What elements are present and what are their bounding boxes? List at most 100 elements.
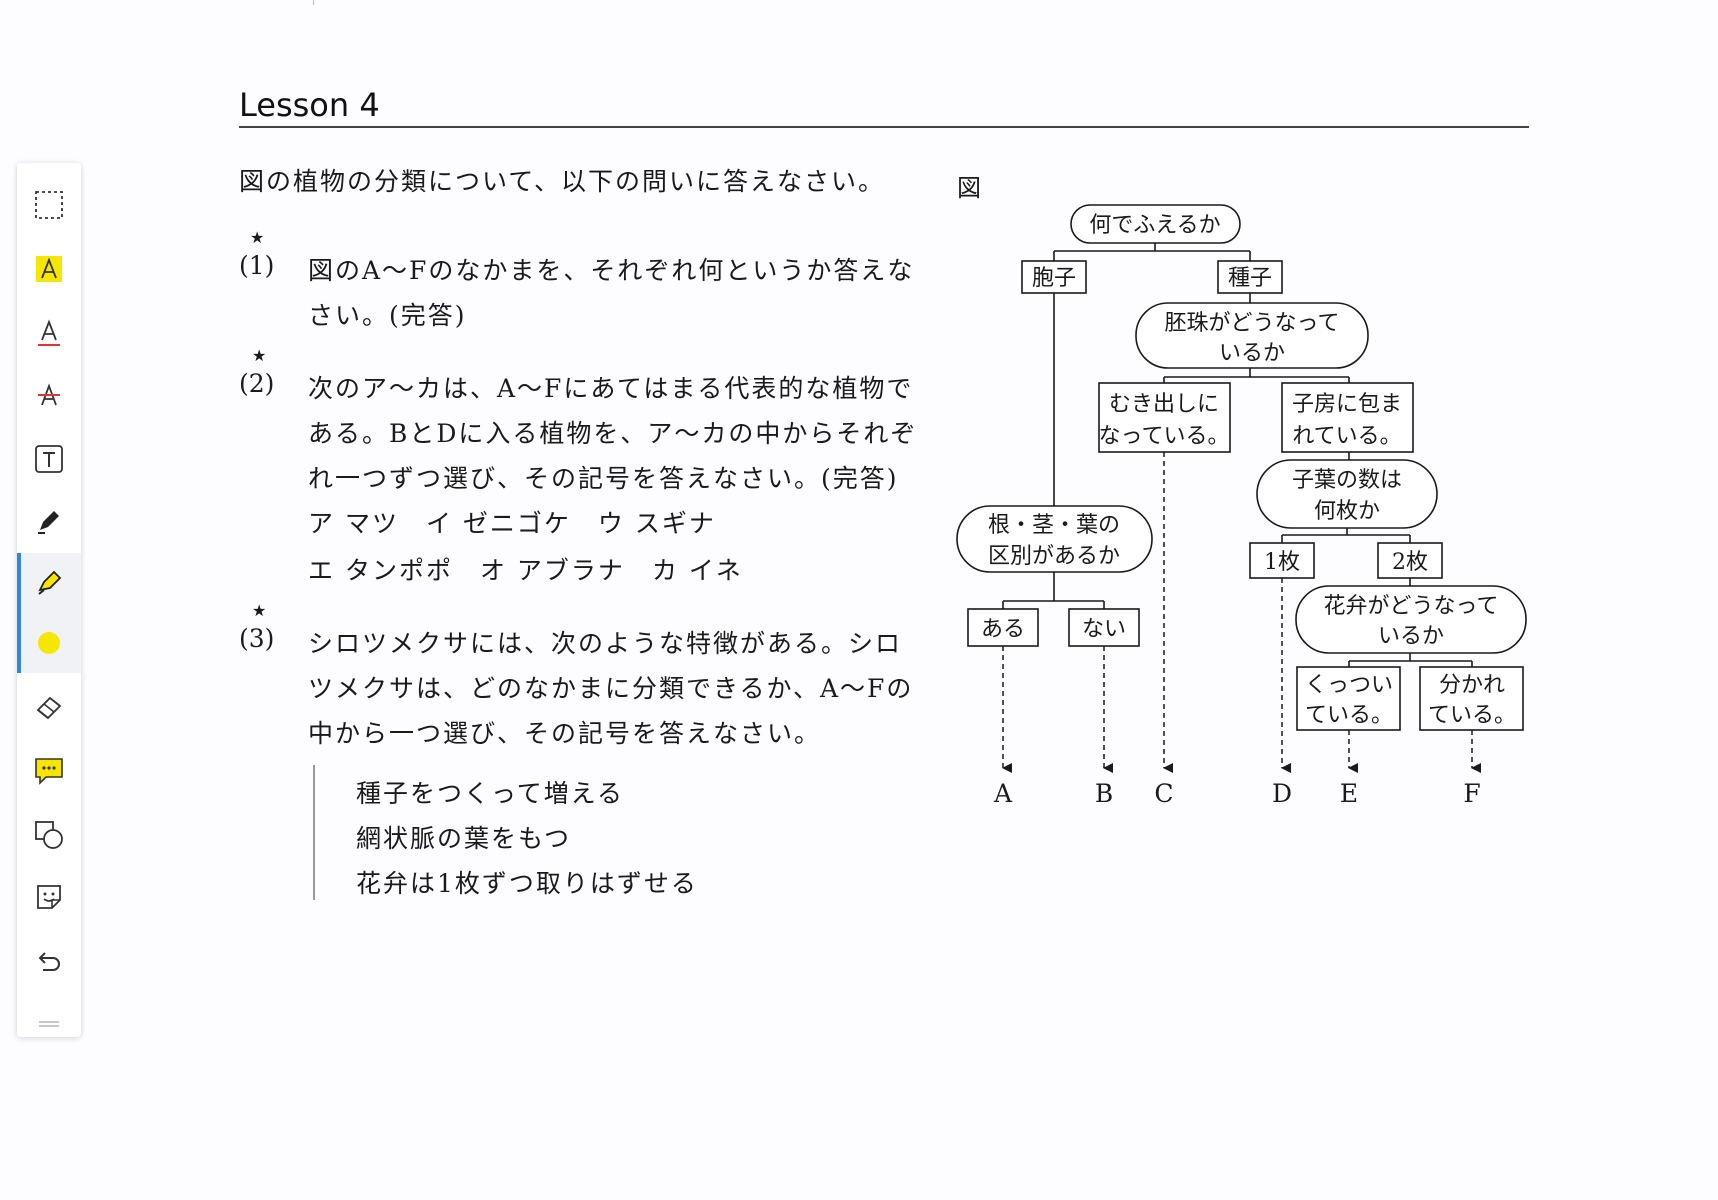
node-seed (1217, 260, 1283, 294)
q1-star: ★ (250, 228, 265, 247)
eraser-icon (36, 696, 62, 720)
leaf-d: D (1272, 779, 1292, 808)
pen-icon (38, 511, 59, 534)
sticker-icon (37, 885, 61, 909)
feature-quote-bar (313, 765, 315, 900)
figure-label: 図 (957, 174, 981, 202)
node-root (1070, 204, 1241, 244)
label-petal-2: いるか (1378, 624, 1444, 649)
text-highlight-tool[interactable] (17, 239, 81, 299)
intro-text: 図の植物の分類について、以下の問いに答えなさい。 (239, 167, 886, 196)
q1-number: (1) (239, 251, 275, 280)
color-picker[interactable] (17, 613, 81, 673)
q3-number: (3) (239, 624, 275, 653)
node-exposed (1098, 382, 1231, 453)
q3-star: ★ (252, 601, 267, 620)
label-rootstem-2: 区別があるか (988, 544, 1120, 569)
dashed-rect-icon (35, 191, 63, 219)
node-two-leaves (1377, 542, 1443, 579)
textbox-t-icon (35, 445, 63, 473)
node-one-leaf (1249, 542, 1315, 579)
q2-line-3: れ一つずつ選び、その記号を答えなさい。(完答) (308, 464, 899, 493)
undo-button[interactable] (17, 931, 81, 991)
yellow-dot-icon (38, 632, 60, 654)
q2-line-1: 次のア～カは、A～Fにあてはまる代表的な植物で (308, 374, 914, 403)
q2-number: (2) (239, 369, 275, 398)
q2-options-line-2: エ タンポポ オ アブラナ カ イネ (308, 556, 743, 585)
eraser-tool[interactable] (17, 677, 81, 737)
q3-feature-3: 花弁は1枚ずつ取りはずせる (356, 869, 698, 898)
highlighter-tool[interactable] (17, 553, 81, 613)
diagram-connectors (1002, 243, 1473, 667)
label-petal-1: 花弁がどうなって (1324, 594, 1499, 619)
node-separate (1419, 666, 1524, 731)
node-cotyledon-question (1256, 459, 1438, 529)
comment-icon (35, 758, 63, 785)
label-ovule-1: 胚珠がどうなって (1165, 311, 1340, 336)
q2-star: ★ (252, 346, 267, 365)
select-rect-tool[interactable] (17, 175, 81, 235)
node-no (1068, 608, 1140, 647)
highlight-a-icon (36, 256, 62, 282)
label-enclosed-2: れている。 (1292, 424, 1401, 449)
q3-feature-2: 網状脈の葉をもつ (356, 824, 572, 853)
leaf-f: F (1463, 779, 1480, 808)
text-strike-tool[interactable] (17, 365, 81, 425)
label-ovule-2: いるか (1219, 341, 1285, 366)
top-edge-mark (313, 0, 314, 5)
node-yes (967, 608, 1039, 647)
label-two: 2枚 (1392, 550, 1428, 575)
textbox-tool[interactable] (17, 429, 81, 489)
q3-line-2: ツメクサは、どのなかまに分類できるか、A～Fの (308, 674, 914, 703)
undo-icon (38, 952, 60, 971)
label-joined-2: ている。 (1305, 703, 1393, 728)
lesson-title: Lesson 4 (239, 86, 380, 124)
node-rootstem-question (956, 505, 1153, 573)
label-seed: 種子 (1228, 266, 1272, 291)
node-spore (1021, 260, 1087, 294)
shape-tool[interactable] (17, 805, 81, 865)
label-root: 何でふえるか (1089, 213, 1220, 238)
toolbar-drag-handle[interactable] (39, 1021, 59, 1027)
text-underline-tool[interactable] (17, 303, 81, 363)
label-no: ない (1082, 617, 1126, 642)
leaf-e: E (1340, 779, 1358, 808)
q3-feature-1: 種子をつくって増える (356, 779, 625, 808)
dashed-arrows (1002, 452, 1481, 773)
comment-tool[interactable] (17, 741, 81, 801)
node-ovule-question (1135, 302, 1369, 369)
q3-line-3: 中から一つ選び、その記号を答えなさい。 (308, 719, 822, 748)
sticker-tool[interactable] (17, 867, 81, 927)
label-separate-2: ている。 (1428, 703, 1516, 728)
label-cotyledon-1: 子葉の数は (1292, 468, 1402, 493)
title-divider (239, 126, 1529, 128)
label-yes: ある (981, 617, 1025, 642)
leaf-b: B (1095, 779, 1113, 808)
label-enclosed-1: 子房に包ま (1292, 392, 1402, 417)
label-joined-1: くっつい (1305, 673, 1393, 698)
label-cotyledon-2: 何枚か (1314, 499, 1380, 524)
q2-options-line-1: ア マツ イ ゼニゴケ ウ スギナ (308, 509, 716, 538)
annotation-toolbar (17, 163, 81, 1037)
highlighter-icon (38, 570, 62, 595)
node-enclosed (1281, 382, 1414, 453)
leaf-a: A (993, 779, 1013, 808)
label-one: 1枚 (1264, 550, 1300, 575)
label-exposed-2: なっている。 (1099, 424, 1230, 449)
label-spore: 胞子 (1032, 266, 1076, 291)
label-exposed-1: むき出しに (1109, 392, 1219, 417)
shapes-icon (35, 821, 63, 849)
label-separate-1: 分かれ (1439, 673, 1505, 698)
node-joined (1296, 666, 1401, 731)
q1-line-2: さい。(完答) (308, 301, 467, 330)
q3-line-1: シロツメクサには、次のような特徴がある。シロ (308, 629, 903, 658)
q1-line-1: 図のA～Fのなかまを、それぞれ何というか答えな (308, 256, 915, 285)
node-petal-question (1295, 585, 1527, 654)
underline-a-icon (38, 319, 60, 346)
pen-tool[interactable] (17, 491, 81, 551)
leaf-c: C (1154, 779, 1173, 808)
strike-a-icon (38, 383, 60, 406)
q2-line-2: ある。BとDに入る植物を、ア～カの中からそれぞ (308, 419, 918, 448)
label-rootstem-1: 根・茎・葉の (988, 513, 1120, 538)
